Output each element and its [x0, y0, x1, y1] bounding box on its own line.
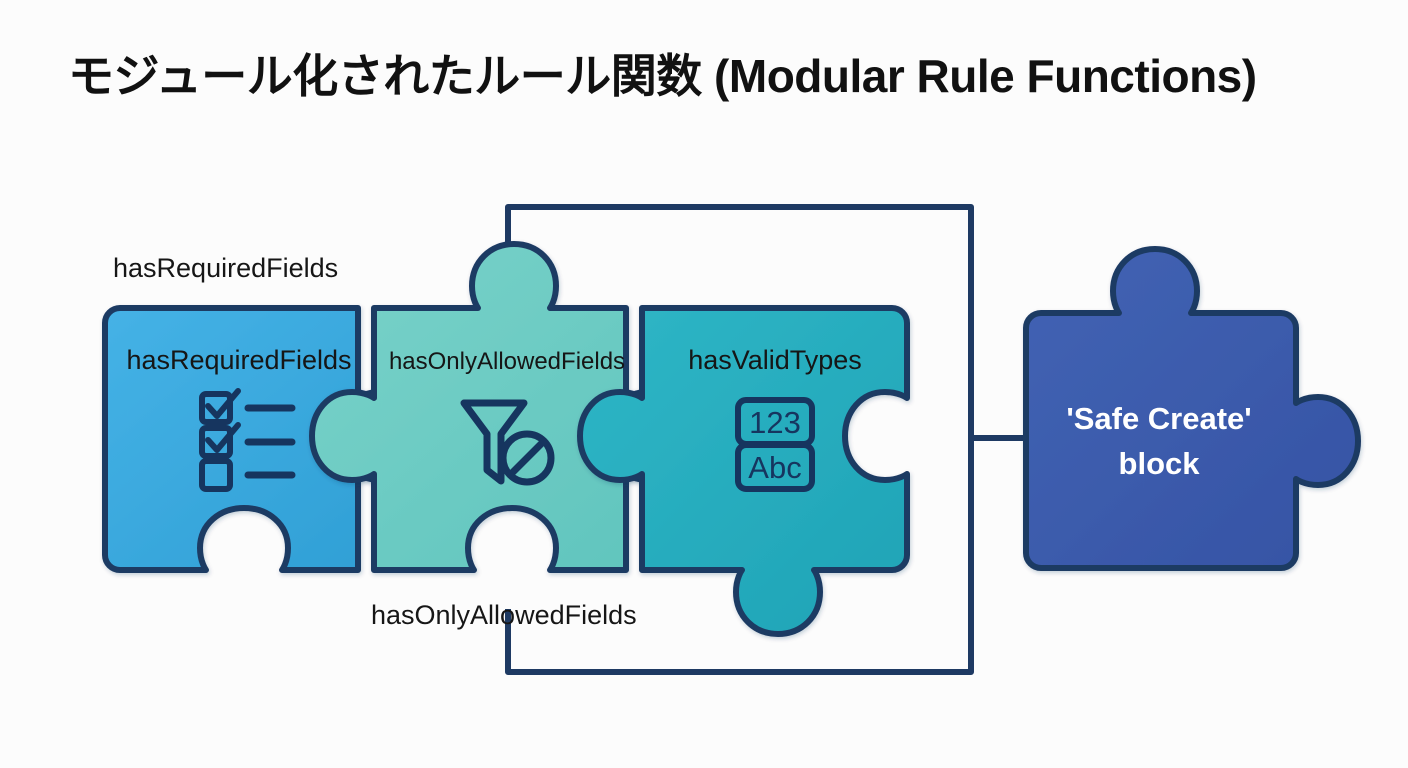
safe-create-block-shape[interactable]: [1023, 246, 1361, 571]
filter-blocked-icon: [460, 399, 555, 486]
connector-bottom-wire: [505, 435, 974, 675]
numbers-badge-text: 123: [749, 405, 801, 440]
checklist-icon: [199, 388, 296, 492]
connector-wires: [505, 204, 1032, 675]
piece-has-valid-types[interactable]: hasValidTypes 123 Abc: [577, 305, 910, 637]
types-icon: 123 Abc: [735, 397, 815, 492]
page-title: モジュール化されたルール関数 (Modular Rule Functions): [68, 50, 1257, 102]
piece-has-only-allowed-fields[interactable]: hasOnlyAllowedFields: [309, 241, 691, 573]
piece-1-label: hasRequiredFields: [126, 345, 351, 375]
piece-3-label: hasValidTypes: [688, 345, 862, 375]
piece-2-label: hasOnlyAllowedFields: [389, 348, 625, 375]
piece-3-shape[interactable]: [577, 305, 910, 637]
letters-badge-text: Abc: [748, 450, 801, 485]
connector-top-wire: [505, 204, 974, 441]
piece-has-required-fields[interactable]: hasRequiredFields: [102, 305, 423, 573]
piece-2-shape[interactable]: [309, 241, 691, 573]
safe-create-block-line2: block: [1119, 446, 1201, 481]
external-label-has-required-fields: hasRequiredFields: [113, 253, 338, 283]
safe-create-block[interactable]: 'Safe Create' block: [1023, 246, 1361, 571]
external-label-has-only-allowed-fields: hasOnlyAllowedFields: [371, 600, 637, 630]
safe-create-block-line1: 'Safe Create': [1066, 401, 1251, 436]
